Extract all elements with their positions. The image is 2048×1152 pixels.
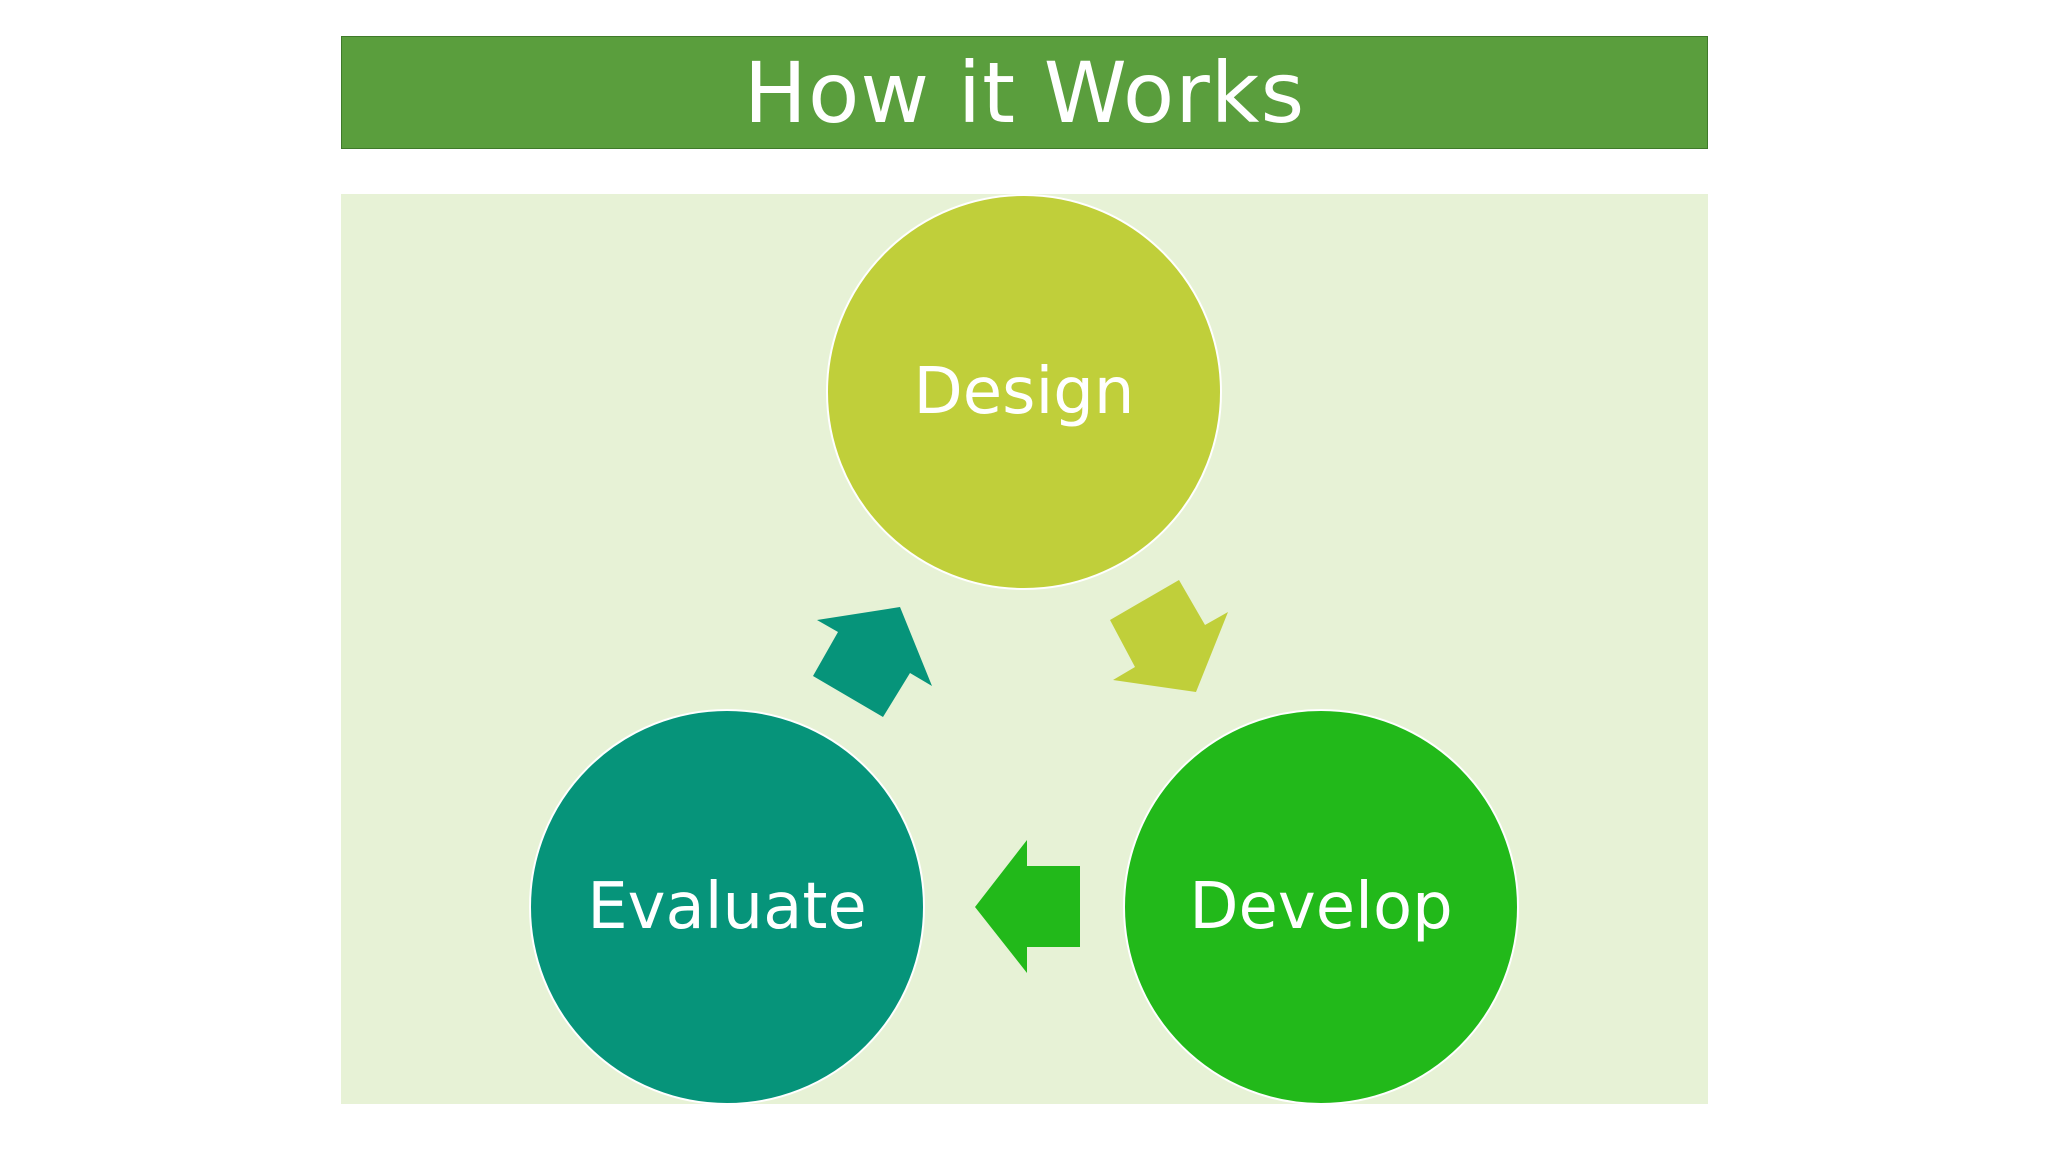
arrow-design-to-develop xyxy=(1110,580,1228,692)
arrow-develop-to-evaluate xyxy=(975,840,1080,973)
arrow-evaluate-to-design xyxy=(813,607,932,717)
node-evaluate-label: Evaluate xyxy=(587,870,867,944)
node-design-label: Design xyxy=(914,355,1135,429)
node-develop: Develop xyxy=(1123,709,1519,1105)
node-develop-circle xyxy=(1123,709,1519,1105)
title-bar: How it Works xyxy=(341,36,1708,149)
node-evaluate-circle xyxy=(529,709,925,1105)
node-design: Design xyxy=(826,194,1222,590)
node-evaluate: Evaluate xyxy=(529,709,925,1105)
node-design-circle xyxy=(826,194,1222,590)
page-title: How it Works xyxy=(743,43,1306,142)
node-develop-label: Develop xyxy=(1189,870,1452,944)
